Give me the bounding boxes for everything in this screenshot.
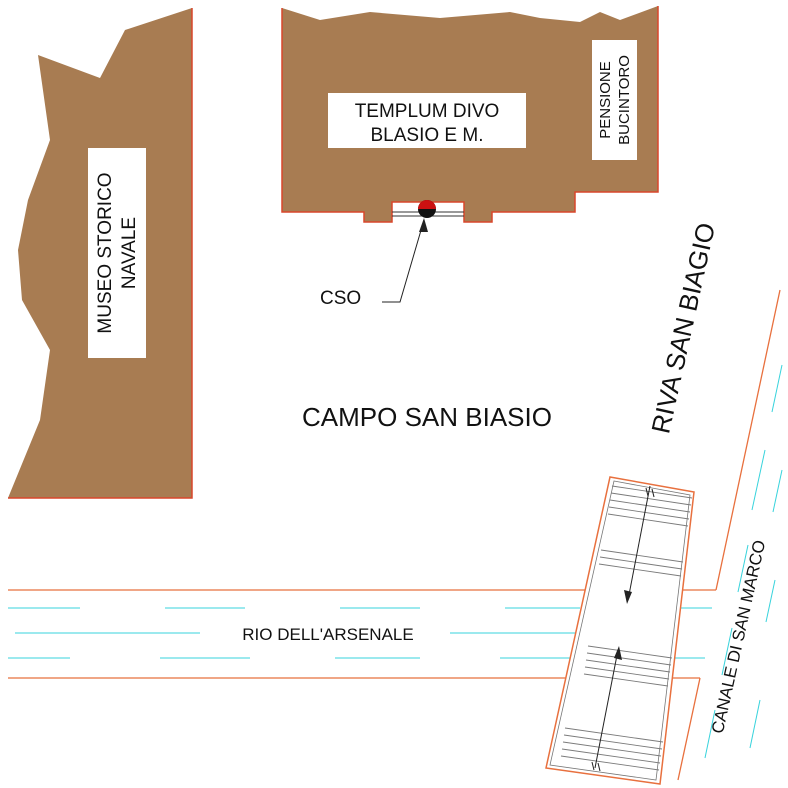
cso-marker-icon (418, 200, 436, 218)
riva-label: RIVA SAN BIAGIO (645, 220, 721, 436)
museum-label-box (88, 148, 146, 358)
museum-label: MUSEO STORICO NAVALE (95, 172, 140, 333)
bridge-outline (545, 476, 695, 785)
cso-leader-line (382, 219, 425, 303)
pension-label-box (592, 40, 637, 160)
campo-label: CAMPO SAN BIASIO (302, 402, 552, 432)
bridge-arrow-down-line (627, 485, 651, 601)
church-label-box (328, 93, 526, 148)
pension-label: PENSIONE BUCINTORO (597, 55, 633, 145)
canale-label: CANALE DI SAN MARCO (708, 538, 769, 735)
church-label-line2: BLASIO E M. (371, 125, 484, 146)
cso-label: CSO (320, 288, 361, 309)
bridge-arrow-down-head (624, 590, 632, 604)
museum-label-line1: MUSEO STORICO (95, 172, 116, 333)
bridge (545, 476, 695, 785)
museum-label-line2: NAVALE (119, 217, 140, 289)
riva-banks (677, 289, 781, 781)
pension-label-line1: PENSIONE (597, 61, 614, 139)
bridge-steps (560, 485, 693, 771)
cso-leader-arrowhead (419, 218, 428, 232)
bridge-inner-outline (549, 480, 691, 781)
pension-label-line2: BUCINTORO (616, 55, 633, 145)
museum-building-edge (8, 8, 193, 499)
canale-water (704, 364, 783, 759)
rio-label: RIO DELL'ARSENALE (242, 625, 413, 644)
bridge-arrow-up-head (614, 646, 622, 660)
bridge-arrow-ticks (591, 487, 655, 772)
church-label-line1: TEMPLUM DIVO (355, 101, 500, 122)
bridge-arrow-up-line (594, 649, 619, 769)
